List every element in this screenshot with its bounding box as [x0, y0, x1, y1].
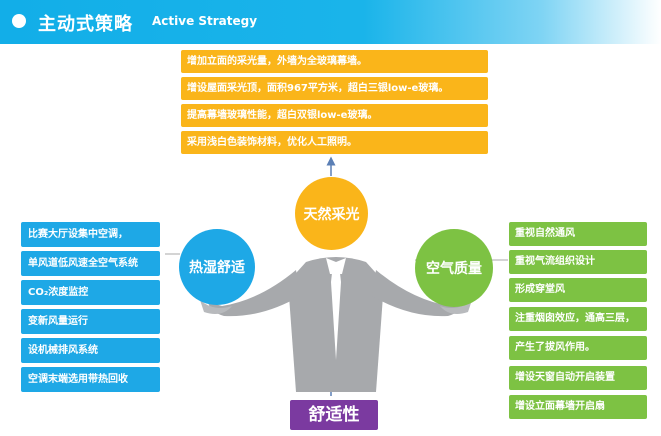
- air-item: 重视自然通风: [509, 222, 647, 246]
- daylight-item: 采用浅白色装饰材料，优化人工照明。: [181, 131, 488, 154]
- air-item: 注重烟囱效应，通高三层，: [509, 307, 647, 331]
- thermal-item: CO₂浓度监控: [21, 280, 160, 305]
- thermal-circle: 热湿舒适: [179, 229, 255, 305]
- daylight-item: 增设屋面采光顶，面积967平方米，超白三银low-e玻璃。: [181, 77, 488, 100]
- air-item: 增设天窗自动开启装置: [509, 366, 647, 390]
- air-item: 产生了拔风作用。: [509, 336, 647, 360]
- page-title: 主动式策略: [38, 14, 133, 35]
- air-item: 增设立面幕墙开启扇: [509, 395, 647, 419]
- thermal-item: 比赛大厅设集中空调，: [21, 222, 160, 247]
- thermal-item: 变新风量运行: [21, 309, 160, 334]
- air-item: 形成穿堂风: [509, 278, 647, 302]
- thermal-item: 单风道低风速全空气系统: [21, 251, 160, 276]
- daylight-item: 提高幕墙玻璃性能，超白双银low-e玻璃。: [181, 104, 488, 127]
- comfort-label: 舒适性: [290, 400, 378, 430]
- air-quality-circle: 空气质量: [415, 229, 493, 307]
- header-bar: 主动式策略 Active Strategy: [0, 0, 661, 44]
- daylight-item: 增加立面的采光量，外墙为全玻璃幕墙。: [181, 50, 488, 73]
- thermal-item: 设机械排风系统: [21, 338, 160, 363]
- bullet-dot-icon: [12, 14, 26, 28]
- page-subtitle: Active Strategy: [152, 14, 258, 28]
- air-item: 重视气流组织设计: [509, 250, 647, 274]
- daylight-circle: 天然采光: [295, 177, 368, 250]
- thermal-item: 空调末端选用带热回收: [21, 367, 160, 392]
